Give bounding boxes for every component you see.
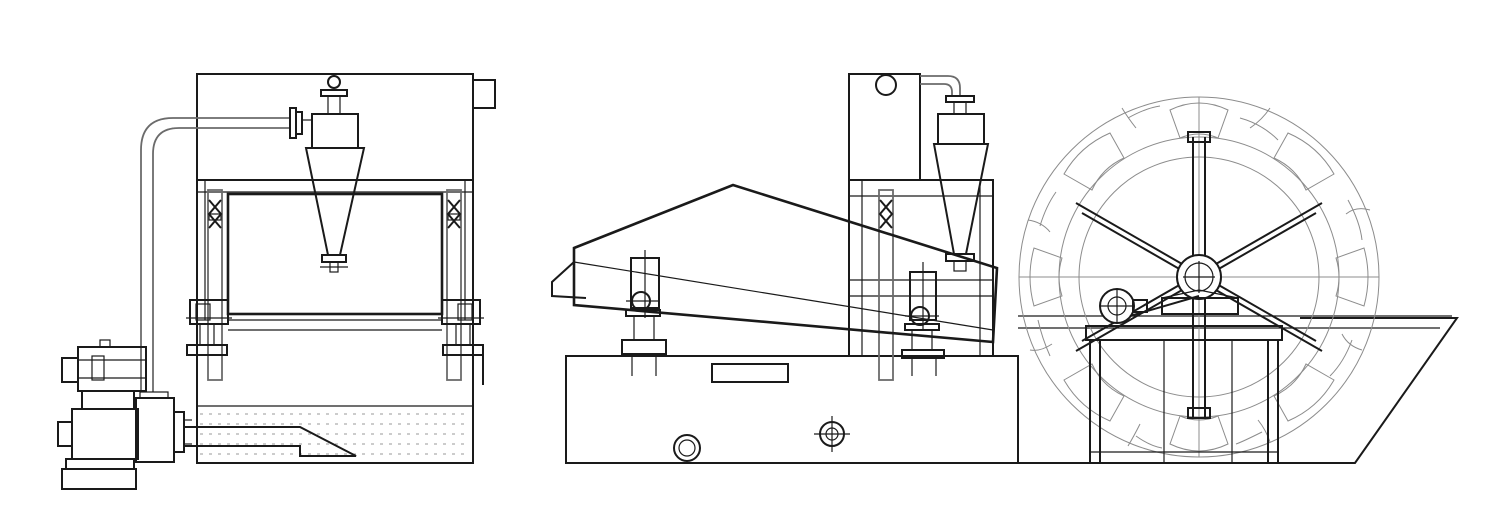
wheel-support-frame <box>1085 325 1283 463</box>
dewatering-screen <box>572 183 999 344</box>
vibrator-bracket-right <box>438 299 484 385</box>
screen-box <box>226 192 444 316</box>
vibrator-motor-left <box>621 250 667 376</box>
front-view <box>551 73 1019 464</box>
suction-pipe <box>185 426 357 457</box>
bucket <box>1063 132 1125 191</box>
feed-pipe <box>140 107 312 392</box>
bucket-wheel <box>1017 96 1459 464</box>
pump-motor <box>57 339 192 490</box>
bucket <box>1063 363 1125 422</box>
vibrator-bracket-left <box>186 299 232 356</box>
cyclone-right <box>920 75 990 272</box>
bucket <box>1335 247 1369 307</box>
drain-valve-right <box>814 416 850 452</box>
nameplate <box>711 363 789 383</box>
cyclone-left <box>304 75 366 273</box>
inspection-port <box>875 74 897 96</box>
drive-motor <box>1099 288 1200 324</box>
bucket <box>1273 132 1335 191</box>
wheel-tank <box>1017 317 1459 464</box>
drain-valve-left <box>673 434 701 462</box>
spring-support-left <box>207 189 223 381</box>
tower-housing <box>848 73 921 181</box>
side-view <box>57 73 496 490</box>
side-outlet-box <box>472 79 496 109</box>
main-frame <box>196 179 474 464</box>
bucket <box>1029 247 1063 307</box>
spring-support-right <box>446 189 462 381</box>
water-level-hatching <box>200 413 470 455</box>
wheel-hub <box>1161 254 1239 315</box>
tower-spring-support <box>878 189 894 381</box>
bucket <box>1273 363 1335 422</box>
base-tank <box>565 355 1019 464</box>
vibrator-motor-right <box>901 262 945 376</box>
wheel-spokes <box>1075 131 1323 419</box>
screen-feed-lip <box>551 261 587 299</box>
